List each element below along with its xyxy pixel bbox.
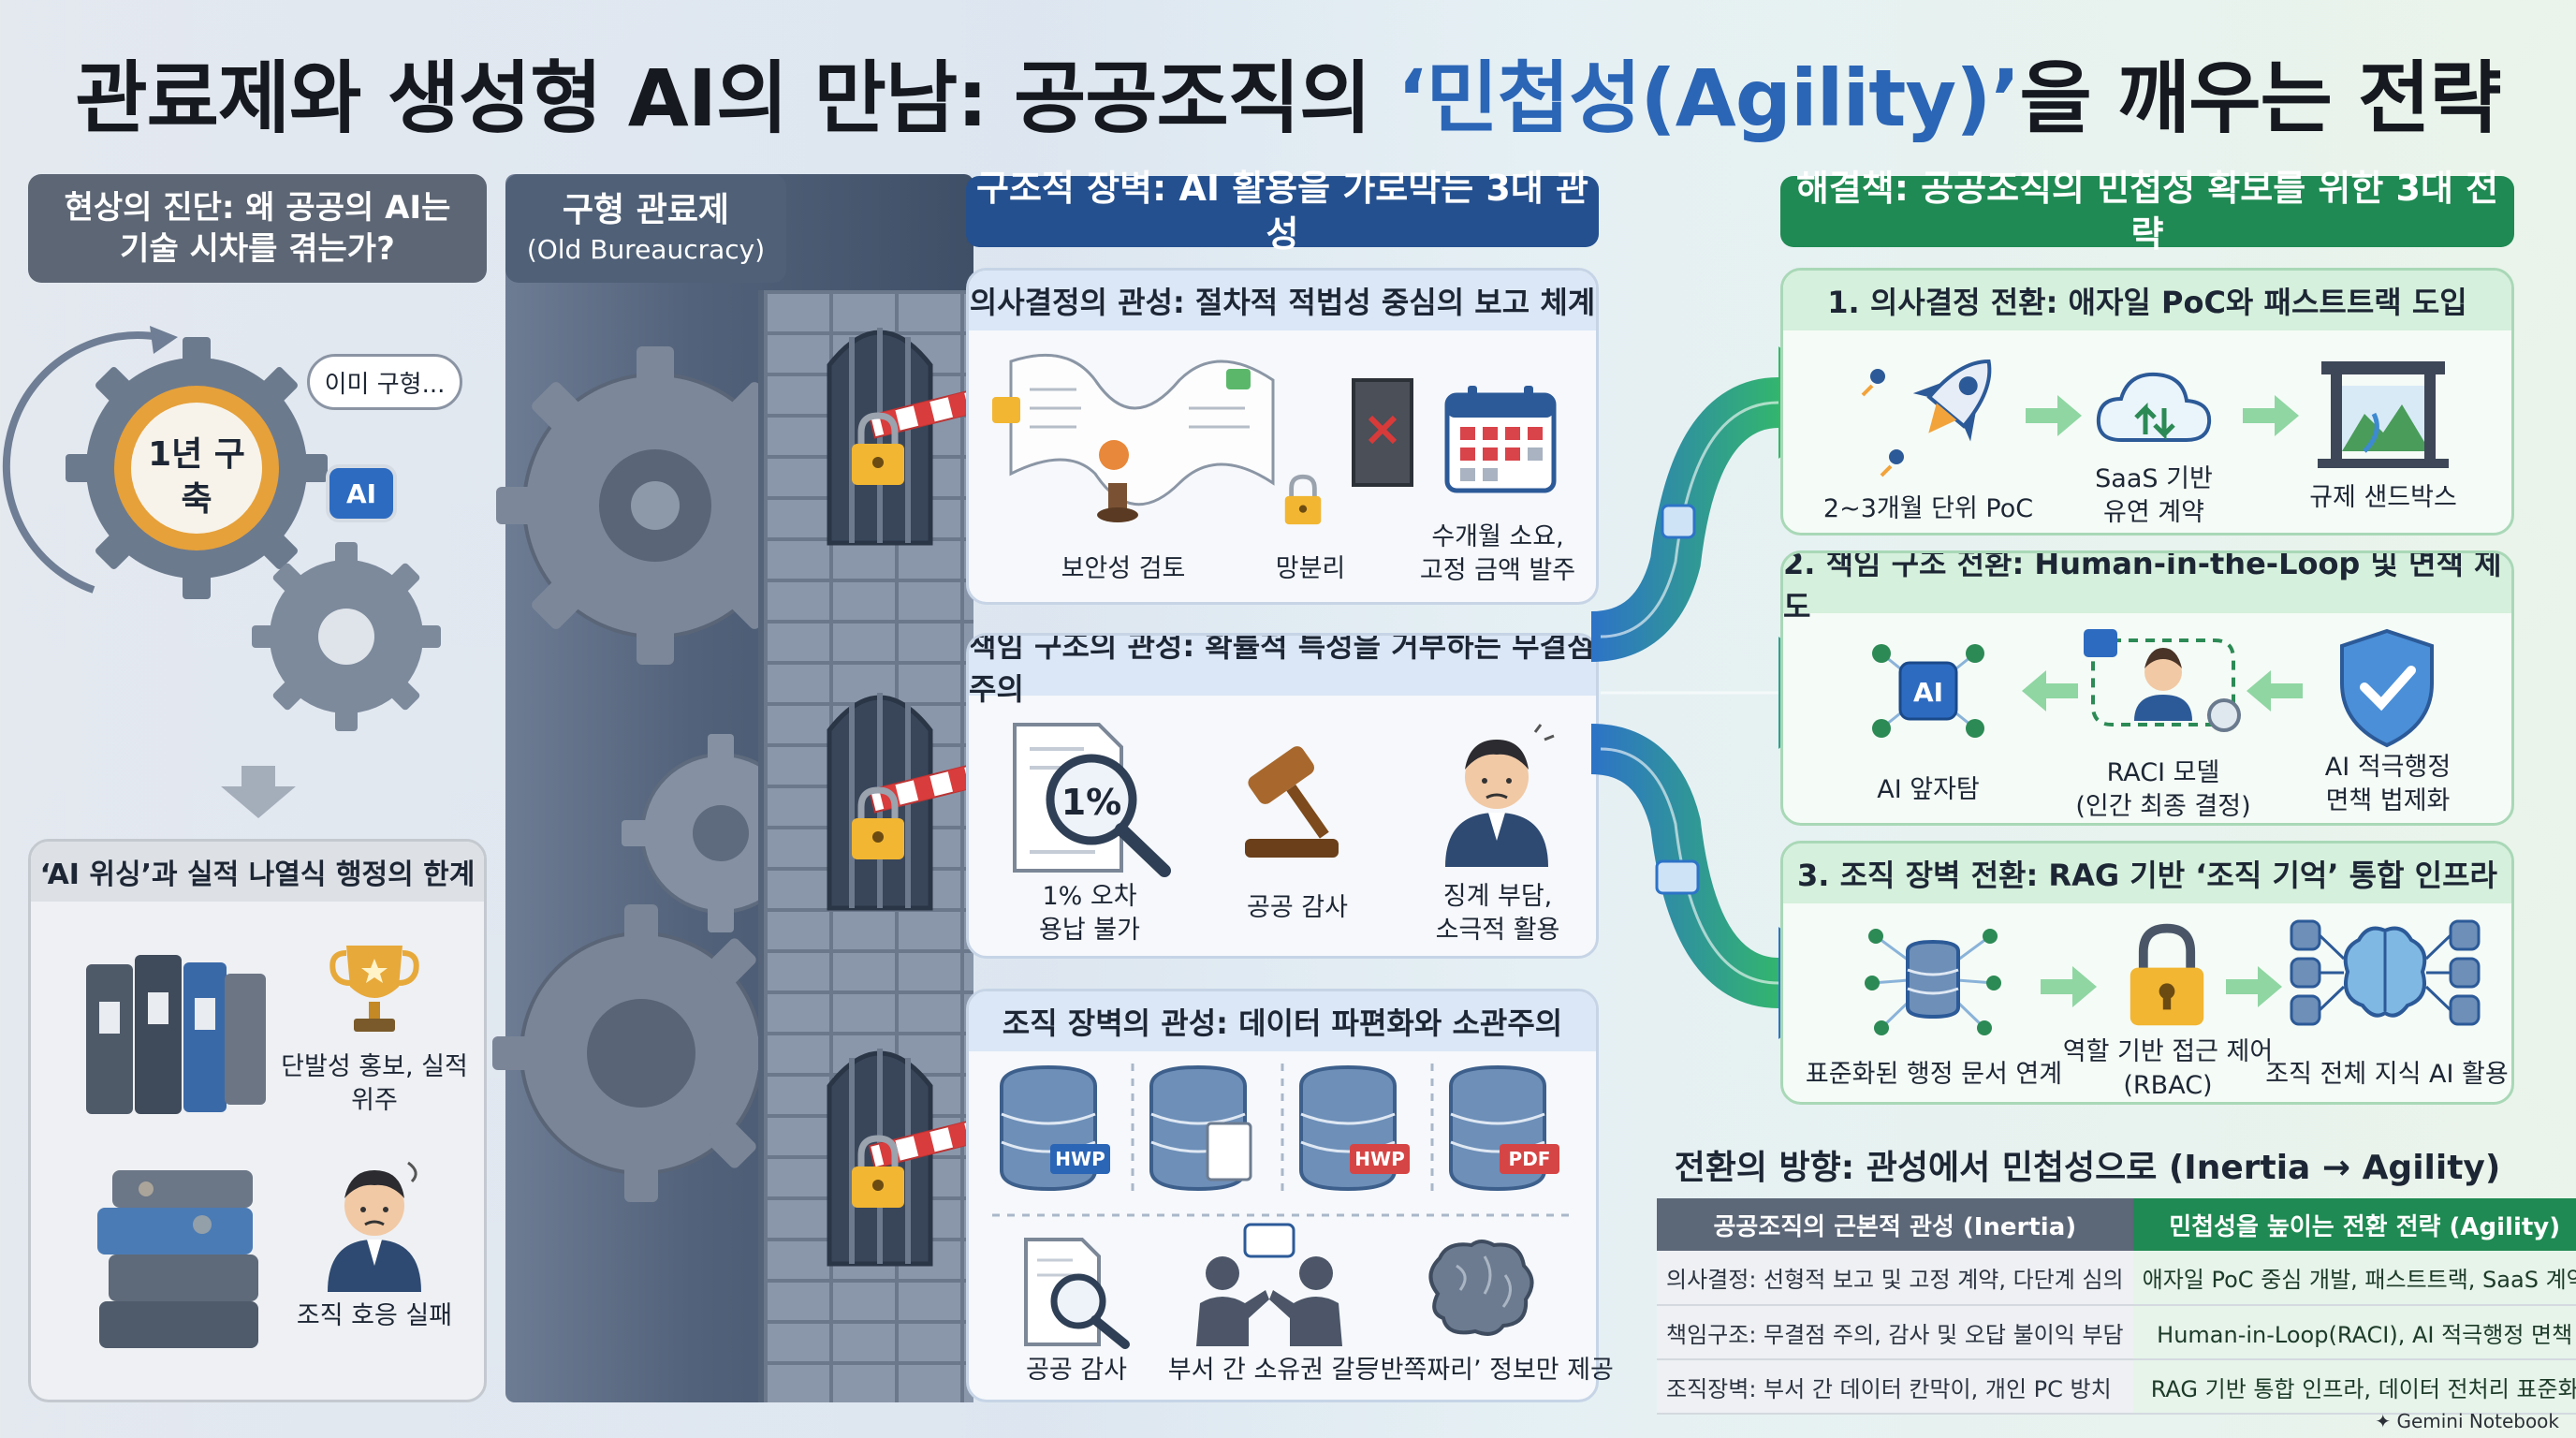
table-cell: 애자일 PoC 중심 개발, 패스트트랙, SaaS 계약 — [2132, 1251, 2576, 1306]
barriers-header: 구조적 장벽: AI 활용을 가로막는 3대 관성 — [966, 168, 1599, 255]
transition-table: 공공조직의 근본적 관성 (Inertia) 민첩성을 높이는 전환 전략 (A… — [1657, 1198, 2576, 1415]
responsibility-inertia-title: 책임 구조의 관성: 확률적 특성을 거부하는 무결점 주의 — [969, 633, 1596, 707]
agility-column-header: 민첩성을 높이는 전환 전략 (Agility) — [2132, 1198, 2576, 1251]
strategy-1-title: 1. 의사결정 전환: 애자일 PoC와 패스트트랙 도입 — [1783, 271, 2511, 330]
gavel-icon — [1245, 746, 1339, 858]
left-arrow-icon — [2247, 670, 2303, 712]
decision-item-3: 수개월 소요, 고정 금액 발주 — [1419, 522, 1576, 585]
file-tag-hwp: HWP — [1350, 1144, 1410, 1174]
table-row: 조직장벽: 부서 간 데이터 칸막이, 개인 PC 방치 RAG 기반 통합 인… — [1657, 1359, 2576, 1415]
footer-text: Gemini Notebook — [2396, 1410, 2559, 1432]
page-title: 관료제와 생성형 AI의 만남: 공공조직의 ‘민첩성(Agility)’을 깨… — [75, 52, 2501, 144]
knowledge-brain-icon — [2290, 919, 2481, 1026]
gear-icon — [492, 904, 790, 1202]
responsibility-item-1: 1% 오차 용납 불가 — [1039, 882, 1140, 945]
padlock-icon — [2130, 923, 2204, 1026]
file-tag-pdf: PDF — [1500, 1144, 1559, 1174]
diagnosis-header: 현상의 진단: 왜 공공의 AI는 기술 시차를 겪는가? — [28, 174, 487, 283]
strategy-3-title: 3. 조직 장벽 전환: RAG 기반 ‘조직 기억’ 통합 인프라 — [1783, 844, 2511, 903]
strategy-1-item-2: SaaS 기반 유연 계약 — [2095, 464, 2213, 527]
strategy-2-title: 2. 책임 구조 전환: Human-in-the-Loop 및 면책 제도 — [1783, 553, 2511, 624]
stressed-official-icon — [1445, 724, 1555, 867]
strategy-2-item-1: AI 앞자탐 — [1877, 775, 1980, 804]
rocket-icon — [1861, 360, 1992, 477]
strategy-2-item-3: AI 적극행정 면책 법제화 — [2324, 753, 2452, 815]
decision-item-2: 망분리 — [1275, 554, 1346, 583]
speech-bubble: 이미 구형... — [307, 354, 462, 410]
blocked-door-icon — [1352, 378, 1413, 487]
strategy-3-item-3: 조직 전체 지식 AI 활용 — [2265, 1060, 2509, 1089]
silo-inertia-title: 조직 장벽의 관성: 데이터 파편화와 소관주의 — [969, 991, 1596, 1051]
silo-item-3: ‘반쪽짜리’ 정보만 제공 — [1372, 1356, 1614, 1385]
footer-brand: ✦ Gemini Notebook — [2375, 1410, 2559, 1432]
responsibility-item-2: 공공 감사 — [1247, 893, 1348, 922]
gear-icon — [252, 542, 441, 731]
file-tag-hwp: HWP — [1050, 1144, 1110, 1174]
cycle-arrow-icon — [2, 326, 178, 594]
audit-document-icon — [1024, 1238, 1130, 1349]
right-arrow-icon — [2226, 966, 2282, 1007]
database-hub-icon — [1865, 929, 2001, 1035]
document-scroll-icon — [992, 353, 1275, 522]
shield-check-icon — [2340, 628, 2434, 748]
right-arrow-icon — [2041, 966, 2097, 1007]
strategy-3-item-1: 표준화된 행정 문서 연계 — [1805, 1060, 2063, 1089]
divider-line — [992, 1213, 1573, 1217]
trophy-label: 단발성 홍보, 실적 위주 — [281, 1052, 468, 1115]
sandbox-icon — [2318, 361, 2449, 468]
table-cell: 의사결정: 선형적 보고 및 고정 계약, 다단계 심의 — [1657, 1251, 2133, 1306]
ai-chip-network-icon — [1872, 644, 1984, 738]
robot-icon: AI — [326, 464, 397, 522]
left-arrow-icon — [2022, 670, 2078, 712]
silo-item-2: 부서 간 소유권 갈등 — [1167, 1356, 1379, 1385]
limits-header: ‘AI 위싱’과 실적 나열식 행정의 한계 — [31, 842, 484, 902]
table-cell: 조직장벽: 부서 간 데이터 칸막이, 개인 PC 방치 — [1657, 1359, 2133, 1415]
bureaucracy-header: 구형 관료제 (Old Bureaucracy) — [505, 174, 786, 283]
padlock-icon — [852, 786, 904, 859]
padlock-icon — [1284, 474, 1322, 525]
magnifier-document-icon — [1013, 723, 1171, 877]
decision-inertia-title: 의사결정의 관성: 절차적 적법성 중심의 보고 체계 — [969, 271, 1596, 330]
bureaucracy-title: 구형 관료제 — [562, 191, 730, 230]
table-row: 의사결정: 선형적 보고 및 고정 계약, 다단계 심의 애자일 PoC 중심 … — [1657, 1251, 2576, 1306]
cloud-sync-icon — [2096, 372, 2212, 442]
responsibility-item-3: 징계 부담, 소극적 활용 — [1435, 882, 1560, 945]
down-arrow-icon — [221, 766, 296, 818]
binders-icon — [86, 955, 266, 1114]
solutions-header: 해결책: 공공조직의 민첩성 확보를 위한 3대 전략 — [1780, 168, 2514, 255]
silo-item-1: 공공 감사 — [1026, 1356, 1127, 1385]
right-arrow-icon — [2243, 395, 2299, 436]
human-in-loop-icon — [2084, 629, 2241, 732]
padlock-icon — [852, 412, 904, 485]
conflict-people-icon — [1196, 1223, 1342, 1346]
database-silos-icon — [1000, 1064, 1546, 1198]
fail-label: 조직 호응 실패 — [296, 1301, 453, 1330]
bureaucracy-subtitle: (Old Bureaucracy) — [526, 234, 766, 266]
magnifier-percent: 1% — [1061, 782, 1122, 823]
strategy-1-item-3: 규제 샌드박스 — [2309, 483, 2457, 512]
table-cell: 책임구조: 무결점 주의, 감사 및 오답 불이익 부담 — [1657, 1305, 2133, 1360]
trophy-icon — [329, 946, 419, 1032]
strategy-1-item-1: 2~3개월 단위 PoC — [1822, 494, 2034, 523]
table-cell: RAG 기반 통합 인프라, 데이터 전처리 표준화 — [2132, 1359, 2576, 1415]
gear-icon — [66, 337, 328, 599]
calendar-icon — [1444, 386, 1557, 493]
table-row: 책임구조: 무결점 주의, 감사 및 오답 불이익 부담 Human-in-Lo… — [1657, 1305, 2576, 1360]
inertia-column-header: 공공조직의 근본적 관성 (Inertia) — [1657, 1198, 2133, 1251]
flow-arrows — [1589, 346, 1849, 1039]
strategy-3-item-2: 역할 기반 접근 제어 (RBAC) — [2062, 1037, 2274, 1100]
right-arrow-icon — [2026, 395, 2082, 436]
dusty-books-icon — [97, 1170, 258, 1348]
worried-official-icon — [328, 1161, 421, 1292]
table-cell: Human-in-Loop(RACI), AI 적극행정 면책 — [2132, 1305, 2576, 1360]
decision-item-1: 보안성 검토 — [1061, 554, 1186, 583]
padlock-icon — [852, 1135, 904, 1208]
transition-title: 전환의 방향: 관성에서 민첩성으로 (Inertia → Agility) — [1674, 1149, 2501, 1187]
table-header-row: 공공조직의 근본적 관성 (Inertia) 민첩성을 높이는 전환 전략 (A… — [1657, 1198, 2576, 1251]
strategy-2-item-2: RACI 모델 (인간 최종 결정) — [2075, 758, 2251, 821]
gear-label: 1년 구축 — [148, 435, 245, 519]
ai-chip-label: AI — [1912, 677, 1944, 708]
sparkle-icon: ✦ — [2375, 1410, 2397, 1432]
brain-icon — [1428, 1240, 1534, 1336]
